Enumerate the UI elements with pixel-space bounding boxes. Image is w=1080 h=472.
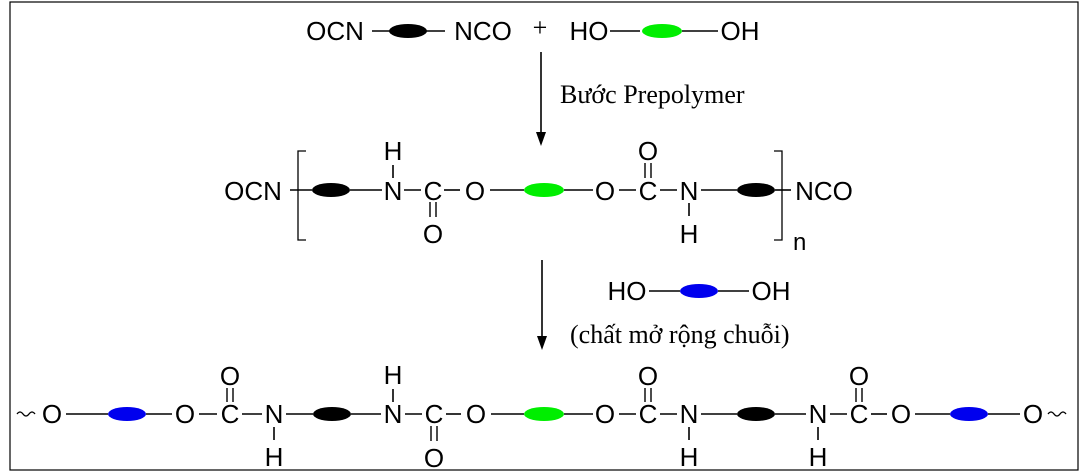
carbonyl-carbon: C	[425, 399, 444, 429]
carbonyl-carbon: C	[221, 399, 240, 429]
urethane-nitrogen: N	[680, 176, 699, 206]
polyol-unit-green	[524, 183, 564, 197]
extender-right-group: OH	[752, 276, 791, 306]
diisocyanate-unit-black	[313, 407, 351, 421]
urethane-nitrogen: N	[384, 176, 403, 206]
diisocyanate-unit-black	[389, 24, 427, 38]
chain-extender-unit-blue	[950, 407, 988, 421]
prepolymer-row: OCN N H C O O O C O N H NCO n	[224, 136, 853, 256]
ester-oxygen: O	[175, 399, 195, 429]
chain-continuation-left	[16, 411, 36, 417]
ether-oxygen: O	[1023, 399, 1043, 429]
polyol-left-group: HO	[570, 16, 609, 46]
urethane-nitrogen: N	[809, 399, 828, 429]
ester-oxygen: O	[891, 399, 911, 429]
urethane-nitrogen: N	[384, 399, 403, 429]
carbonyl-carbon: C	[639, 176, 658, 206]
diisocyanate-unit-black	[312, 183, 350, 197]
arrow-head	[536, 132, 546, 146]
carbonyl-oxygen: O	[424, 443, 444, 472]
reaction-arrow-1	[536, 52, 546, 146]
carbonyl-oxygen: O	[423, 219, 443, 249]
carbonyl-oxygen: O	[220, 361, 240, 391]
ester-oxygen: O	[595, 176, 615, 206]
polyol-unit-green	[642, 24, 682, 38]
ester-oxygen: O	[466, 399, 486, 429]
chain-extender-unit-blue	[108, 407, 146, 421]
polyol-right-group: OH	[721, 16, 760, 46]
right-bracket	[774, 150, 783, 241]
nh-hydrogen: H	[265, 442, 284, 472]
ester-oxygen: O	[595, 399, 615, 429]
polyol-unit-green	[524, 407, 564, 421]
nh-hydrogen: H	[680, 442, 699, 472]
carbonyl-oxygen: O	[638, 361, 658, 391]
nh-hydrogen: H	[809, 442, 828, 472]
carbonyl-carbon: C	[850, 399, 869, 429]
reaction-arrow-2	[537, 260, 547, 350]
carbonyl-oxygen: O	[849, 361, 869, 391]
left-bracket	[297, 150, 306, 241]
nh-hydrogen: H	[680, 219, 699, 249]
carbonyl-carbon: C	[424, 176, 443, 206]
diagram-frame	[9, 1, 1079, 471]
nh-hydrogen: H	[384, 360, 403, 390]
prepolymer-left-end: OCN	[224, 176, 282, 206]
arrow-head	[537, 336, 547, 350]
carbonyl-oxygen: O	[638, 136, 658, 166]
diisocyanate-right-group: NCO	[454, 16, 512, 46]
polyurethane-row: O O C O N H N H C O O O C O N	[16, 360, 1067, 472]
reactants-row: OCN NCO + HO OH	[306, 13, 759, 46]
diisocyanate-unit-black	[737, 183, 775, 197]
chain-extender-unit-blue	[680, 284, 718, 298]
diisocyanate-left-group: OCN	[306, 16, 364, 46]
repeat-subscript: n	[793, 229, 806, 256]
ester-oxygen: O	[465, 176, 485, 206]
nh-hydrogen: H	[384, 136, 403, 166]
carbonyl-carbon: C	[639, 399, 658, 429]
urethane-nitrogen: N	[680, 399, 699, 429]
prepolymer-right-end: NCO	[795, 176, 853, 206]
plus-sign: +	[533, 13, 548, 42]
diisocyanate-unit-black	[737, 407, 775, 421]
ether-oxygen: O	[42, 399, 62, 429]
step2-label: (chất mở rộng chuỗi)	[570, 320, 790, 349]
chain-extender: HO OH	[608, 276, 791, 306]
chain-continuation-right	[1047, 411, 1067, 417]
urethane-nitrogen: N	[265, 399, 284, 429]
extender-left-group: HO	[608, 276, 647, 306]
step1-label: Bước Prepolymer	[560, 80, 745, 109]
